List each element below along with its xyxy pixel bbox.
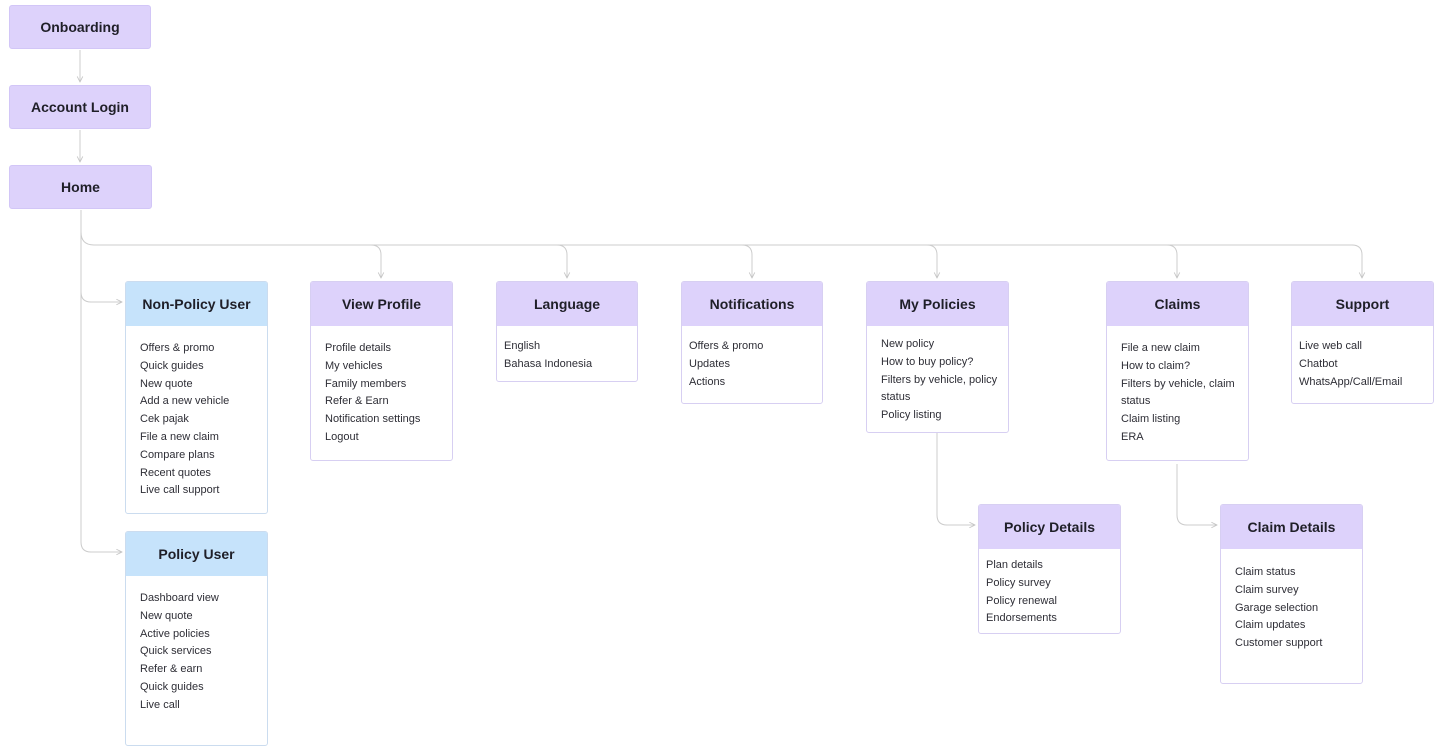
list-item: Recent quotes bbox=[140, 466, 211, 479]
list-item: Quick guides bbox=[140, 359, 204, 372]
list-item: WhatsApp/Call/Email bbox=[1299, 375, 1403, 388]
policy-details-node[interactable]: Policy Details Plan details Policy surve… bbox=[978, 504, 1121, 634]
onboarding-title: Onboarding bbox=[40, 19, 120, 35]
list-item: Live call bbox=[140, 698, 180, 711]
list-item: Logout bbox=[325, 430, 359, 443]
list-item: Live web call bbox=[1299, 340, 1362, 352]
policy-user-node[interactable]: Policy User Dashboard view New quote Act… bbox=[125, 531, 268, 746]
claim-details-node[interactable]: Claim Details Claim status Claim survey … bbox=[1220, 504, 1363, 684]
list-item: Claim listing bbox=[1121, 413, 1181, 426]
policy-user-list: Dashboard view New quote Active policies… bbox=[126, 576, 267, 715]
list-item: Offers & promo bbox=[689, 340, 764, 352]
list-item: Profile details bbox=[325, 342, 392, 354]
notifications-title: Notifications bbox=[682, 282, 822, 326]
list-item: Bahasa Indonesia bbox=[504, 357, 593, 370]
claim-details-list: Claim status Claim survey Garage selecti… bbox=[1221, 549, 1362, 653]
list-item: Offers & promo bbox=[140, 342, 215, 354]
connector-home-non-policy bbox=[80, 291, 122, 302]
support-list: Live web call Chatbot WhatsApp/Call/Emai… bbox=[1292, 326, 1433, 391]
list-item: Compare plans bbox=[140, 448, 215, 461]
home-node[interactable]: Home bbox=[9, 165, 152, 209]
notifications-node[interactable]: Notifications Offers & promo Updates Act… bbox=[681, 281, 823, 404]
connector-to-claims bbox=[1166, 244, 1177, 278]
my-policies-title: My Policies bbox=[867, 282, 1008, 326]
list-item: ERA bbox=[1121, 430, 1144, 443]
non-policy-user-list: Offers & promo Quick guides New quote Ad… bbox=[126, 326, 267, 500]
list-item: Filters by vehicle, claim bbox=[1121, 377, 1235, 390]
connector-to-my-policies bbox=[926, 244, 937, 278]
list-item: Policy renewal bbox=[986, 594, 1057, 607]
claims-node[interactable]: Claims File a new claim How to claim? Fi… bbox=[1106, 281, 1249, 461]
list-item: Refer & earn bbox=[140, 663, 203, 676]
connector-home-trunk bbox=[80, 210, 122, 552]
policy-details-title: Policy Details bbox=[979, 505, 1120, 549]
list-item: Quick guides bbox=[140, 680, 204, 693]
claims-title: Claims bbox=[1107, 282, 1248, 326]
list-item: File a new claim bbox=[1121, 342, 1200, 354]
list-item: New quote bbox=[140, 609, 193, 622]
connector-home-branch bbox=[80, 231, 1362, 278]
list-item: File a new claim bbox=[140, 430, 219, 443]
list-item: Policy survey bbox=[986, 576, 1051, 589]
connector-policies-details bbox=[936, 433, 975, 525]
list-item: Live call support bbox=[140, 484, 220, 497]
list-item: Plan details bbox=[986, 559, 1043, 571]
list-item: Cek pajak bbox=[140, 413, 189, 426]
non-policy-user-node[interactable]: Non-Policy User Offers & promo Quick gui… bbox=[125, 281, 268, 514]
list-item: My vehicles bbox=[325, 359, 383, 372]
list-item: Customer support bbox=[1235, 637, 1323, 650]
list-item: Active policies bbox=[140, 627, 210, 640]
non-policy-user-title: Non-Policy User bbox=[126, 282, 267, 326]
list-item: Dashboard view bbox=[140, 592, 219, 604]
list-item: English bbox=[504, 340, 541, 352]
list-item: Claim survey bbox=[1235, 583, 1299, 596]
list-item: Policy listing bbox=[881, 409, 942, 422]
view-profile-title: View Profile bbox=[311, 282, 452, 326]
list-item: Claim status bbox=[1235, 566, 1296, 578]
connector-to-language bbox=[556, 244, 567, 278]
list-item: Notification settings bbox=[325, 413, 421, 426]
language-list: English Bahasa Indonesia bbox=[497, 326, 637, 374]
list-item: Quick services bbox=[140, 645, 212, 658]
connector-to-notifications bbox=[741, 244, 752, 278]
list-item: Claim updates bbox=[1235, 619, 1306, 632]
policy-details-list: Plan details Policy survey Policy renewa… bbox=[979, 549, 1120, 628]
list-item: How to claim? bbox=[1121, 359, 1191, 372]
list-item: Garage selection bbox=[1235, 601, 1319, 614]
support-node[interactable]: Support Live web call Chatbot WhatsApp/C… bbox=[1291, 281, 1434, 404]
claim-details-title: Claim Details bbox=[1221, 505, 1362, 549]
list-item: Refer & Earn bbox=[325, 395, 389, 408]
list-item: New quote bbox=[140, 377, 193, 390]
list-item: Filters by vehicle, policy bbox=[881, 373, 998, 386]
list-item: Endorsements bbox=[986, 612, 1057, 625]
account-login-title: Account Login bbox=[31, 99, 129, 115]
connector-claims-details bbox=[1176, 464, 1217, 525]
list-item: New policy bbox=[881, 338, 935, 350]
connector-to-view-profile bbox=[370, 244, 381, 278]
home-title: Home bbox=[61, 179, 100, 195]
list-item: Updates bbox=[689, 357, 730, 370]
list-item: status bbox=[881, 391, 911, 404]
notifications-list: Offers & promo Updates Actions bbox=[682, 326, 822, 391]
my-policies-list: New policy How to buy policy? Filters by… bbox=[867, 326, 1008, 425]
list-item: status bbox=[1121, 395, 1151, 408]
my-policies-node[interactable]: My Policies New policy How to buy policy… bbox=[866, 281, 1009, 433]
language-title: Language bbox=[497, 282, 637, 326]
claims-list: File a new claim How to claim? Filters b… bbox=[1107, 326, 1248, 447]
policy-user-title: Policy User bbox=[126, 532, 267, 576]
onboarding-node[interactable]: Onboarding bbox=[9, 5, 151, 49]
list-item: Family members bbox=[325, 377, 407, 390]
view-profile-node[interactable]: View Profile Profile details My vehicles… bbox=[310, 281, 453, 461]
list-item: How to buy policy? bbox=[881, 355, 974, 368]
support-title: Support bbox=[1292, 282, 1433, 326]
account-login-node[interactable]: Account Login bbox=[9, 85, 151, 129]
list-item: Add a new vehicle bbox=[140, 395, 230, 408]
list-item: Actions bbox=[689, 375, 726, 388]
list-item: Chatbot bbox=[1299, 357, 1338, 370]
view-profile-list: Profile details My vehicles Family membe… bbox=[311, 326, 452, 447]
language-node[interactable]: Language English Bahasa Indonesia bbox=[496, 281, 638, 382]
